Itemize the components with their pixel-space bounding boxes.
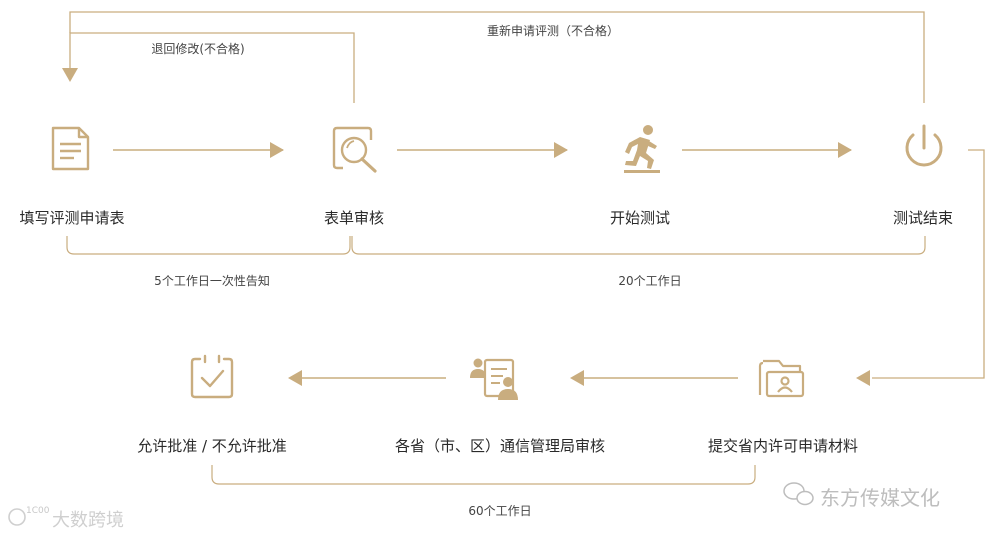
step-test-end-label: 测试结束 bbox=[892, 209, 954, 227]
reviewer-icon bbox=[470, 358, 518, 400]
duration-bureau-label: 60个工作日 bbox=[468, 504, 532, 518]
brace-top-2 bbox=[351, 236, 926, 255]
wechat-icon bbox=[783, 482, 814, 506]
retest-loop-label: 重新申请评测（不合格） bbox=[486, 24, 620, 38]
watermark-left-mark: 1C00 bbox=[26, 506, 50, 516]
brand-logo-icon bbox=[8, 508, 26, 526]
arrow-3-4-head bbox=[838, 142, 852, 158]
runner-icon bbox=[624, 125, 660, 173]
brace-top-1 bbox=[66, 236, 351, 255]
down-connector-head bbox=[856, 370, 870, 386]
watermark-right: 东方传媒文化 bbox=[820, 486, 940, 510]
power-icon bbox=[905, 124, 943, 167]
step-bureau-review-label: 各省（市、区）通信管理局审核 bbox=[394, 437, 606, 455]
step-submit-materials-label: 提交省内许可申请材料 bbox=[707, 437, 859, 455]
approval-check-icon bbox=[190, 354, 234, 399]
arrow-b2-b3-head bbox=[288, 370, 302, 386]
duration-review-label: 5个工作日一次性告知 bbox=[154, 274, 270, 288]
watermark-left: 大数跨境 bbox=[52, 510, 124, 531]
retest-loop-connector bbox=[69, 11, 925, 103]
arrow-2-3-head bbox=[554, 142, 568, 158]
step-start-test-label: 开始测试 bbox=[609, 209, 671, 227]
folder-user-icon bbox=[758, 359, 805, 398]
step-form-review-label: 表单审核 bbox=[323, 209, 385, 227]
brace-bottom bbox=[211, 465, 756, 485]
step-fill-application-label: 填写评测申请表 bbox=[19, 209, 125, 227]
down-connector bbox=[872, 149, 985, 379]
return-loop-connector bbox=[62, 32, 355, 103]
duration-test-label: 20个工作日 bbox=[618, 274, 682, 288]
step-approval-label: 允许批准 / 不允许批准 bbox=[137, 437, 287, 455]
magnifier-icon bbox=[332, 126, 377, 173]
arrow-b1-b2-head bbox=[570, 370, 584, 386]
document-icon bbox=[51, 126, 90, 171]
return-loop-label: 退回修改(不合格) bbox=[151, 42, 245, 56]
arrow-1-2-head bbox=[270, 142, 284, 158]
